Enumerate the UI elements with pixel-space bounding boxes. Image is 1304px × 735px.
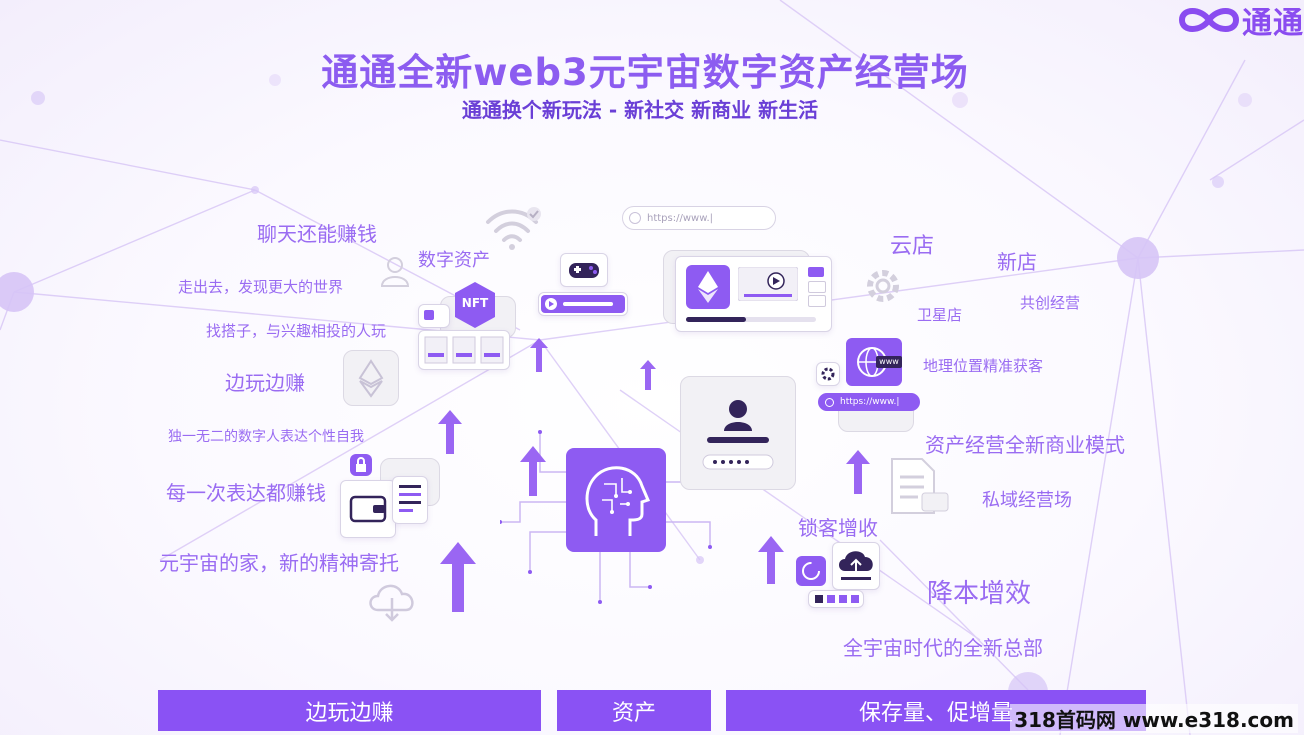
ethereum-icon (698, 271, 718, 303)
feature-co-operate: 共创经营 (1020, 294, 1081, 312)
globe-tile: www (846, 338, 902, 386)
cloud-upload-card (832, 542, 880, 590)
url-text-right: https://www.| (840, 397, 900, 407)
gear-small-card (816, 362, 840, 386)
www-badge: www (879, 357, 899, 366)
checkboxes-icon (815, 595, 859, 603)
bottom-bar-assets: 资产 (557, 690, 711, 731)
feature-asset-business: 资产经营全新商业模式 (925, 433, 1125, 457)
ai-head-tile (566, 448, 666, 552)
up-arrow-icon (530, 338, 548, 372)
refresh-tile (796, 556, 826, 586)
globe-icon (857, 347, 902, 377)
feature-unique-avatar: 独一无二的数字人表达个性自我 (168, 429, 364, 445)
feature-headquarters: 全宇宙时代的全新总部 (843, 636, 1043, 660)
cloud-download-icon (369, 584, 414, 622)
ai-head-icon (585, 466, 651, 536)
feature-play-earn: 边玩边赚 (225, 371, 305, 395)
eth-tile (686, 265, 730, 309)
lock-tile (350, 454, 372, 476)
wallet-icon (349, 495, 387, 523)
up-arrow-icon (520, 446, 546, 496)
feature-go-out: 走出去，发现更大的世界 (178, 278, 344, 296)
url-bar-right: https://www.| (818, 393, 920, 411)
url-text: https://www.| (647, 212, 714, 224)
feature-metaverse-home: 元宇宙的家，新的精神寄托 (159, 551, 399, 575)
profile-user-icon (702, 400, 774, 470)
page-subtitle: 通通换个新玩法 - 新社交 新商业 新生活 (461, 98, 819, 122)
feature-new-store: 新店 (997, 250, 1037, 274)
brand-logo: 通通 (1176, 2, 1304, 41)
checkbox-row-card (808, 590, 864, 608)
feature-find-partner: 找搭子，与兴趣相投的人玩 (206, 322, 387, 340)
settings-gear-icon (867, 270, 899, 302)
wifi-icon (486, 207, 541, 250)
profile-card (680, 376, 796, 490)
bottom-bar-play-earn: 边玩边赚 (158, 690, 541, 731)
page-title: 通通全新web3元宇宙数字资产经营场 (321, 51, 969, 94)
feature-satellite-store: 卫星店 (917, 306, 963, 324)
play-icon (541, 295, 625, 313)
receipt-icon (399, 485, 421, 512)
document-list-card (418, 330, 510, 370)
watermark: 318首码网 www.e318.com (1010, 704, 1298, 733)
up-arrow-icon (640, 360, 656, 390)
document-icon (891, 458, 949, 514)
feature-every-expression: 每一次表达都赚钱 (166, 481, 326, 505)
up-arrow-icon (438, 410, 462, 454)
up-arrow-icon (440, 542, 476, 612)
feature-private-domain: 私域经营场 (982, 490, 1072, 511)
nft-hexagon-icon (455, 282, 495, 328)
receipt-card (392, 476, 428, 524)
gear-small-icon (821, 367, 835, 381)
feature-cost-efficiency: 降本增效 (927, 579, 1032, 609)
feature-digital-assets: 数字资产 (418, 250, 490, 271)
feature-lock-customers: 锁客增收 (798, 516, 878, 540)
nft-badge: NFT (461, 296, 489, 310)
refresh-icon (802, 562, 820, 580)
eth-outline-card (343, 350, 399, 406)
cloud-upload-icon (839, 551, 873, 580)
gamepad-card (560, 253, 608, 287)
feature-cloud-store: 云店 (890, 234, 935, 259)
eth-browser-card (675, 256, 832, 332)
lock-icon (356, 457, 366, 472)
wallet-card (340, 480, 396, 538)
url-bar-top: https://www.| (622, 206, 776, 230)
feature-chat-earn: 聊天还能赚钱 (257, 222, 377, 246)
infinity-logo-icon (1178, 8, 1240, 32)
circuit-lines (500, 430, 712, 604)
feature-geo-location: 地理位置精准获客 (923, 357, 1044, 375)
gamepad-icon (569, 263, 599, 278)
up-arrow-icon (846, 450, 870, 494)
up-arrow-icon (758, 536, 784, 584)
brand-name: 通通 (1242, 6, 1304, 41)
video-icon (738, 267, 798, 301)
media-player-card (538, 292, 628, 316)
ethereum-outline-icon (358, 359, 384, 398)
documents-icon (424, 336, 504, 364)
checkbox-card (418, 304, 450, 328)
user-outline-icon (380, 257, 410, 287)
